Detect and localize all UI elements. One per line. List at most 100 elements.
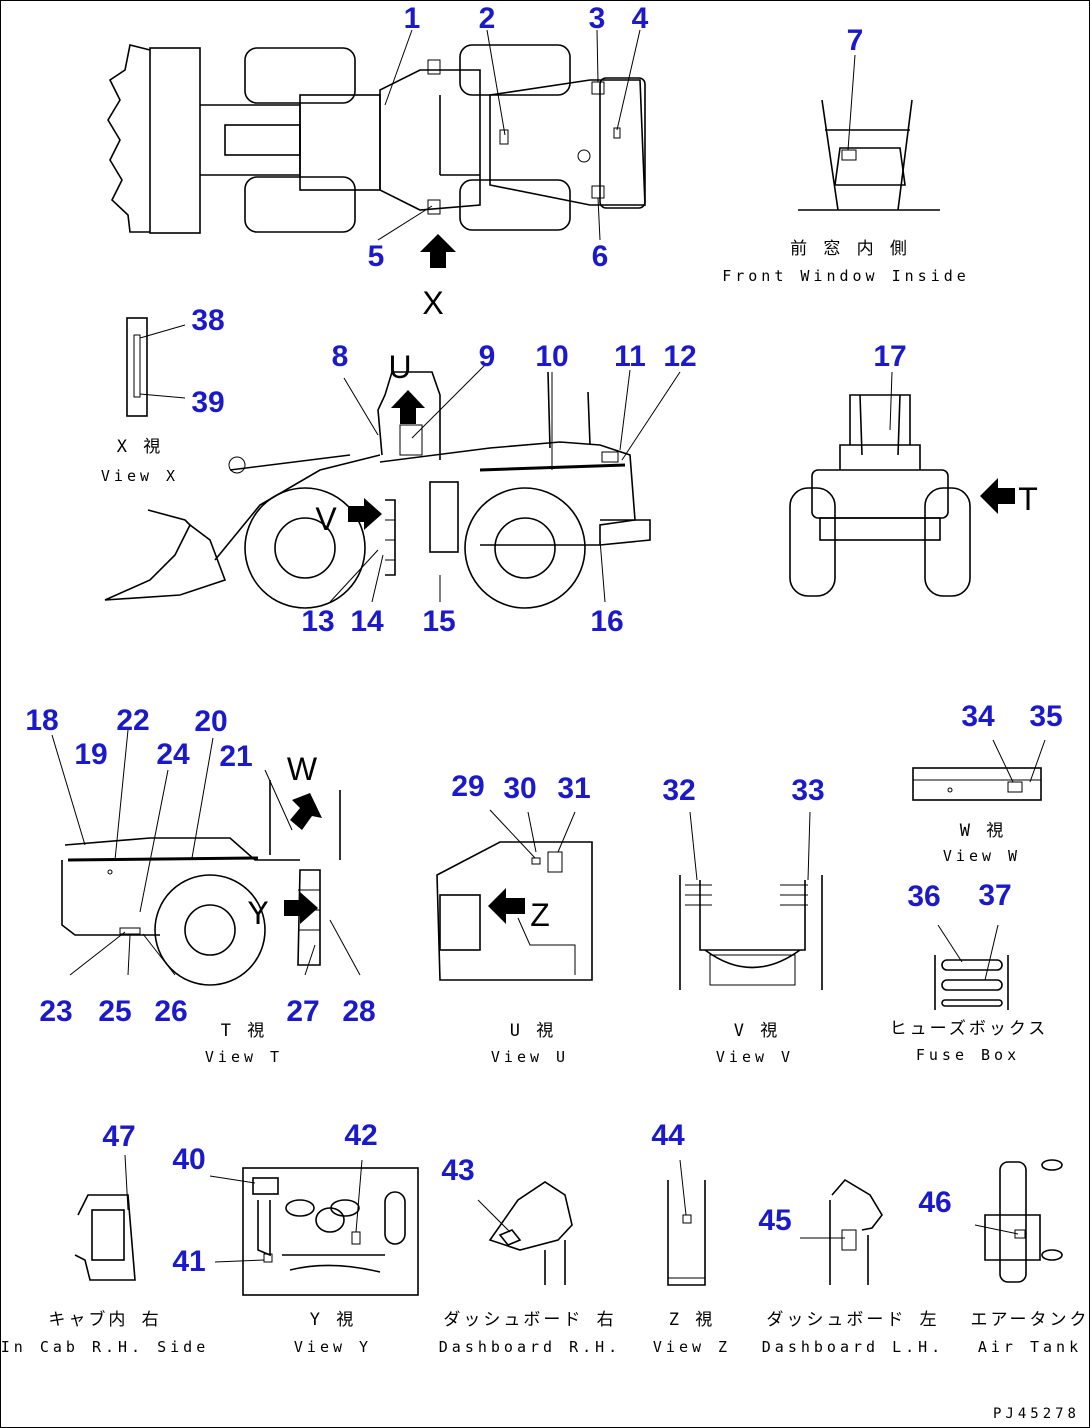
callout-43: 43	[441, 1154, 474, 1187]
caption-view-v-jp: V 視	[734, 1021, 780, 1041]
callout-18: 18	[25, 704, 58, 737]
caption-view-z-jp: Z 視	[669, 1310, 715, 1330]
view-letter-x: X	[422, 285, 443, 321]
callout-26: 26	[154, 995, 187, 1028]
caption-dash-lh-jp: ダッシュボード 左	[766, 1310, 939, 1330]
caption-view-y-jp: Y 視	[310, 1310, 356, 1330]
callout-28: 28	[342, 995, 375, 1028]
callout-37: 37	[978, 879, 1011, 912]
caption-cab-rh-en: In Cab R.H. Side	[1, 1338, 210, 1356]
caption-view-w-jp: W 視	[960, 821, 1006, 841]
caption-dash-rh-jp: ダッシュボード 右	[443, 1310, 616, 1330]
view-t-leaders	[51, 729, 361, 976]
view-letter-u: U	[388, 349, 411, 385]
caption-fuse-box-en: Fuse Box	[916, 1046, 1020, 1064]
callout-13: 13	[301, 605, 334, 638]
callout-16: 16	[590, 605, 623, 638]
callout-4: 4	[632, 2, 649, 35]
caption-view-x-en: View X	[101, 467, 179, 485]
top-view-leaders	[377, 29, 641, 241]
callout-6: 6	[592, 240, 609, 273]
callout-42: 42	[344, 1119, 377, 1152]
callout-17: 17	[873, 340, 906, 373]
dashboard-lh-drawing	[800, 1178, 883, 1285]
view-u-drawing	[436, 809, 593, 981]
view-v-drawing	[679, 811, 823, 990]
caption-front-window-jp: 前 窓 内 側	[790, 239, 910, 259]
dashboard-rh-drawing	[477, 1181, 573, 1285]
callout-14: 14	[350, 605, 384, 638]
caption-view-v-en: View V	[716, 1048, 794, 1066]
callout-9: 9	[479, 340, 496, 373]
caption-fuse-box-jp: ヒューズボックス	[890, 1019, 1049, 1039]
callout-15: 15	[422, 605, 455, 638]
callout-11: 11	[614, 340, 646, 373]
callout-25: 25	[98, 995, 131, 1028]
view-letter-y: Y	[247, 895, 268, 931]
callout-41: 41	[172, 1245, 205, 1278]
caption-view-u-en: View U	[491, 1048, 569, 1066]
view-x-arrow	[420, 234, 456, 268]
caption-view-t-en: View T	[205, 1048, 283, 1066]
callout-2: 2	[479, 2, 496, 35]
callout-10: 10	[535, 340, 568, 373]
view-w-drawing	[912, 739, 1046, 801]
view-x-drawing	[126, 317, 186, 417]
fuse-box-drawing	[934, 924, 1009, 1010]
drawing-code: PJ45278	[993, 1406, 1080, 1422]
callout-30: 30	[503, 772, 536, 805]
callout-22: 22	[116, 704, 149, 737]
callout-24: 24	[156, 738, 190, 771]
view-letter-t: T	[1018, 481, 1038, 517]
view-t-drawing	[61, 780, 341, 986]
captions: 前 窓 内 側 Front Window Inside X 視 View X T…	[1, 239, 1090, 1356]
callout-45: 45	[758, 1204, 791, 1237]
callout-47: 47	[102, 1120, 135, 1153]
view-z-drawing	[667, 1159, 706, 1286]
callout-35: 35	[1029, 700, 1062, 733]
callout-8: 8	[332, 340, 349, 373]
caption-view-u-jp: U 視	[510, 1021, 556, 1041]
view-y-arrow	[284, 892, 318, 924]
view-v-arrow	[348, 498, 382, 530]
caption-dash-rh-en: Dashboard R.H.	[439, 1338, 621, 1356]
caption-view-t-jp: T 視	[221, 1021, 267, 1041]
caption-view-x-jp: X 視	[117, 437, 163, 457]
side-view-loader	[104, 371, 651, 609]
view-letter-w: W	[287, 751, 318, 787]
callout-19: 19	[74, 738, 107, 771]
view-u-arrow	[391, 390, 425, 424]
callout-38: 38	[191, 304, 224, 337]
top-view-loader	[107, 44, 646, 234]
callout-27: 27	[286, 995, 319, 1028]
view-letter-v: V	[315, 501, 337, 537]
callout-31: 31	[557, 772, 590, 805]
callout-1: 1	[404, 2, 421, 35]
side-view-leaders	[329, 364, 681, 603]
callout-29: 29	[451, 770, 484, 803]
callout-40: 40	[172, 1143, 205, 1176]
view-t-arrow	[980, 478, 1015, 514]
caption-cab-rh-jp: キャブ内 右	[48, 1309, 161, 1330]
caption-view-y-en: View Y	[294, 1338, 372, 1356]
caption-air-tank-en: Air Tank	[978, 1338, 1082, 1356]
front-window-inside-drawing	[798, 54, 940, 211]
caption-dash-lh-en: Dashboard L.H.	[762, 1338, 944, 1356]
view-z-arrow	[488, 888, 525, 924]
rear-view-loader	[789, 371, 971, 597]
caption-air-tank-jp: エアータンク	[971, 1310, 1090, 1330]
callout-33: 33	[791, 774, 824, 807]
view-letter-z: Z	[530, 897, 550, 933]
callout-numbers: 1 2 3 4 5 6 7 8 9 10 11 12 13 14 15 16 1…	[25, 2, 1062, 1278]
callout-32: 32	[662, 774, 695, 807]
callout-44: 44	[651, 1119, 685, 1152]
callout-46: 46	[918, 1186, 951, 1219]
caption-view-z-en: View Z	[653, 1338, 731, 1356]
callout-21: 21	[219, 740, 252, 773]
callout-36: 36	[907, 880, 940, 913]
callout-5: 5	[368, 240, 385, 273]
caption-view-w-en: View W	[943, 847, 1021, 865]
callout-12: 12	[663, 340, 696, 373]
callout-23: 23	[39, 995, 72, 1028]
in-cab-rh-drawing	[74, 1154, 136, 1281]
